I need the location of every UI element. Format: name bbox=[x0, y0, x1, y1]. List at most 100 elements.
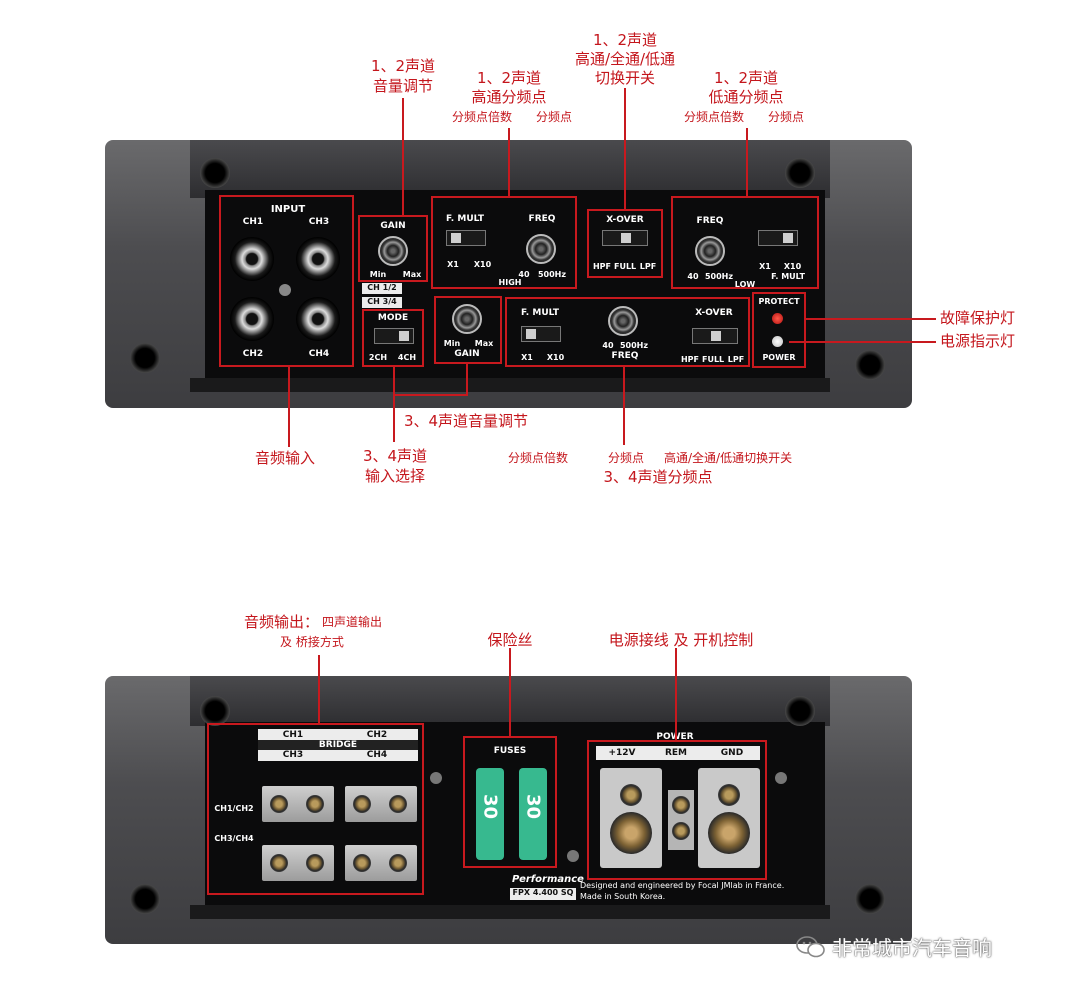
rca-jack-ch2[interactable] bbox=[230, 297, 274, 341]
anno-gain34: 3、4声道音量调节 bbox=[403, 412, 529, 430]
power-rem-label: REM bbox=[664, 748, 688, 758]
gain34-label: GAIN bbox=[454, 349, 480, 359]
ground-screw-icon bbox=[279, 284, 291, 296]
anno-fmult34: 分频点倍数 bbox=[508, 451, 569, 465]
terminal-screw-icon[interactable] bbox=[389, 854, 407, 872]
cross34-freq-label: FREQ bbox=[611, 351, 639, 361]
bridge-label: BRIDGE bbox=[318, 740, 358, 750]
power-box bbox=[587, 740, 767, 880]
out-ch2-label: CH2 bbox=[366, 730, 388, 740]
terminal-screw-icon[interactable] bbox=[353, 854, 371, 872]
hpf12-f40: 40 bbox=[518, 270, 530, 279]
terminal-screw-icon[interactable] bbox=[353, 795, 371, 813]
xover12-box bbox=[587, 209, 663, 278]
terminal-screw-icon[interactable] bbox=[672, 822, 690, 840]
out-ch1-label: CH1 bbox=[282, 730, 304, 740]
terminal-screw-icon[interactable] bbox=[718, 784, 740, 806]
gain34-knob[interactable] bbox=[452, 304, 482, 334]
lpf12-f500: 500Hz bbox=[704, 272, 734, 281]
mount-hole-icon bbox=[855, 350, 885, 380]
mode34-switch[interactable] bbox=[374, 328, 414, 344]
lpf12-fmult-label: F. MULT bbox=[771, 272, 805, 281]
input-ch1-label: CH1 bbox=[242, 217, 264, 227]
cross34-f40: 40 bbox=[602, 341, 614, 350]
hpf12-x10: X10 bbox=[473, 260, 492, 269]
power-title: POWER bbox=[645, 732, 705, 742]
panel-screw-icon bbox=[567, 850, 579, 862]
model-label: FPX 4.400 SQ bbox=[512, 888, 574, 897]
lpf12-freq-knob[interactable] bbox=[695, 236, 725, 266]
power-label: POWER bbox=[762, 353, 796, 362]
anno-xover12-line2: 高通/全通/低通 bbox=[574, 50, 676, 68]
out-ch34-label: CH3/CH4 bbox=[214, 834, 254, 843]
mount-hole-icon bbox=[785, 696, 815, 726]
led-box bbox=[752, 292, 806, 368]
panel-screw-icon bbox=[775, 772, 787, 784]
fuse-1[interactable]: 30 bbox=[476, 768, 504, 860]
speaker-output-box bbox=[207, 723, 424, 895]
out-ch12-label: CH1/CH2 bbox=[214, 804, 254, 813]
anno-mode34-line2: 输入选择 bbox=[364, 467, 425, 485]
anno-fuses: 保险丝 bbox=[487, 631, 533, 649]
input-ch4-label: CH4 bbox=[308, 349, 330, 359]
cross34-freq-knob[interactable] bbox=[608, 306, 638, 336]
power-12v-label: +12V bbox=[608, 748, 636, 758]
cross34-xover-switch[interactable] bbox=[692, 328, 738, 344]
top-amp-front-panel bbox=[205, 190, 825, 380]
terminal-screw-icon[interactable] bbox=[306, 854, 324, 872]
xover12-hpf: HPF bbox=[592, 262, 612, 271]
cross34-box bbox=[505, 297, 750, 367]
anno-hpf12-freq: 分频点 bbox=[536, 110, 573, 124]
anno-lpf12-line1: 1、2声道 bbox=[713, 69, 779, 87]
terminal-screw-icon[interactable] bbox=[306, 795, 324, 813]
anno-xover12-line1: 1、2声道 bbox=[592, 31, 658, 49]
terminal-screw-icon[interactable] bbox=[620, 784, 642, 806]
fuse-2[interactable]: 30 bbox=[519, 768, 547, 860]
cross34-fmult-switch[interactable] bbox=[521, 326, 561, 342]
input-section-box bbox=[219, 195, 354, 367]
hpf12-freq-knob[interactable] bbox=[526, 234, 556, 264]
mount-hole-icon bbox=[130, 884, 160, 914]
rca-jack-ch1[interactable] bbox=[230, 237, 274, 281]
protect-label: PROTECT bbox=[758, 297, 800, 306]
lpf12-f40: 40 bbox=[687, 272, 699, 281]
anno-xover12-line3: 切换开关 bbox=[594, 69, 655, 87]
gain12-max: Max bbox=[402, 270, 422, 279]
hpf12-fmult-label: F. MULT bbox=[445, 214, 485, 224]
anno-gain12-line2: 音量调节 bbox=[372, 77, 433, 95]
hpf12-fmult-switch[interactable] bbox=[446, 230, 486, 246]
gain34-max: Max bbox=[474, 339, 494, 348]
terminal-screw-icon[interactable] bbox=[389, 795, 407, 813]
mode34-4ch: 4CH bbox=[397, 353, 417, 362]
ch34-tag-label: CH 3/4 bbox=[367, 297, 397, 306]
anno-mode34-line1: 3、4声道 bbox=[362, 447, 428, 465]
fuses-label: FUSES bbox=[493, 746, 527, 756]
anno-power-led: 电源指示灯 bbox=[940, 332, 1016, 350]
cross34-xover-label: X-OVER bbox=[695, 308, 733, 318]
power-led-icon bbox=[772, 336, 783, 347]
wire-hole-icon bbox=[708, 812, 750, 854]
fuse-1-rating: 30 bbox=[479, 793, 501, 820]
anno-lpf12-fmult: 分频点倍数 bbox=[684, 110, 745, 124]
ch12-tag-label: CH 1/2 bbox=[367, 283, 397, 292]
terminal-screw-icon[interactable] bbox=[270, 854, 288, 872]
terminal-screw-icon[interactable] bbox=[672, 796, 690, 814]
cross34-fmult-label: F. MULT bbox=[520, 308, 560, 318]
lpf12-fmult-switch[interactable] bbox=[758, 230, 798, 246]
rca-jack-ch4[interactable] bbox=[296, 297, 340, 341]
model-badge bbox=[510, 888, 576, 900]
xover12-label: X-OVER bbox=[606, 215, 644, 225]
anno-audio-output-sub: 四声道输出 bbox=[322, 615, 383, 629]
xover12-full: FULL bbox=[614, 262, 637, 271]
anno-cross34: 3、4声道分频点 bbox=[603, 468, 713, 486]
rca-jack-ch3[interactable] bbox=[296, 237, 340, 281]
gain34-box bbox=[434, 296, 502, 364]
lpf12-x1: X1 bbox=[759, 262, 771, 271]
terminal-screw-icon[interactable] bbox=[270, 795, 288, 813]
gain12-min: Min bbox=[369, 270, 387, 279]
top-amp-base-rail bbox=[190, 378, 830, 392]
cross34-full: FULL bbox=[702, 355, 725, 364]
gain12-knob[interactable] bbox=[378, 236, 408, 266]
cross34-lpf: LPF bbox=[727, 355, 745, 364]
xover12-switch[interactable] bbox=[602, 230, 648, 246]
